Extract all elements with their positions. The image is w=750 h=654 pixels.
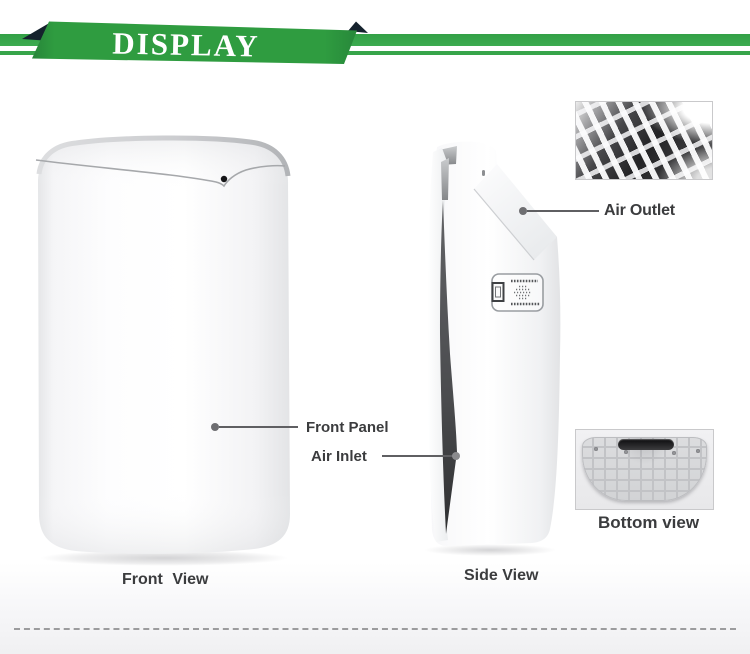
front-view-photo — [35, 135, 291, 566]
front-view-shadow — [40, 550, 288, 566]
front-panel-leader-dot — [211, 423, 219, 431]
side-small-button — [482, 170, 485, 176]
bottom-handle-slot — [618, 439, 674, 450]
side-metal-band — [441, 158, 449, 200]
screw-icon — [594, 447, 598, 451]
front-top-silver-rim — [36, 135, 291, 177]
bottom-view-photo — [575, 429, 714, 510]
air-inlet-leader-line — [382, 455, 454, 457]
side-facet-edge — [473, 188, 535, 261]
bottom-base-grid — [582, 437, 707, 501]
side-power-port — [491, 282, 505, 302]
front-top-seam-line — [35, 159, 286, 188]
side-view-shadow — [424, 544, 556, 556]
banner-title: DISPLAY — [112, 25, 260, 64]
air-outlet-label: Air Outlet — [604, 202, 675, 219]
side-view-caption: Side View — [464, 567, 539, 584]
header-stripe-thin — [0, 51, 750, 55]
display-ribbon — [22, 21, 368, 64]
side-view-photo — [424, 141, 561, 556]
front-sensor-dot — [220, 175, 228, 183]
air-outlet-detail-photo — [575, 101, 713, 180]
ribbon-fold-right — [348, 21, 368, 33]
panel-speaker-dots — [514, 285, 532, 300]
air-inlet-leader-dot — [452, 452, 460, 460]
front-view-caption: Front View — [122, 571, 209, 588]
screw-icon — [696, 449, 700, 453]
bottom-dashed-divider — [14, 628, 736, 630]
bottom-view-caption: Bottom view — [598, 513, 700, 532]
screw-icon — [672, 451, 676, 455]
side-port-panel — [491, 273, 544, 312]
front-panel-label: Front Panel — [306, 419, 389, 436]
air-outlet-leader-line — [527, 210, 599, 212]
side-air-outlet-facet — [474, 164, 557, 260]
air-inlet-label: Air Inlet — [311, 448, 367, 465]
air-outlet-leader-dot — [519, 207, 527, 215]
screw-icon — [624, 450, 628, 454]
front-body-shading — [38, 138, 290, 554]
front-panel-leader-line — [219, 426, 298, 428]
side-air-inlet-slot — [440, 200, 457, 534]
ribbon-band — [32, 21, 357, 64]
